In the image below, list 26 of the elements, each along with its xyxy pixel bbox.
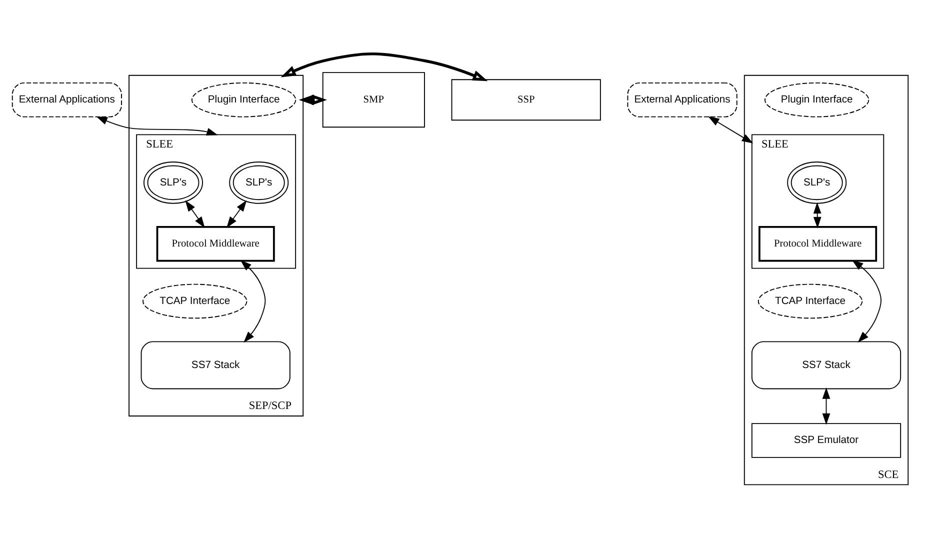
node-ellipse: Plugin Interface xyxy=(764,82,870,117)
arrow xyxy=(226,200,247,228)
arrow xyxy=(813,202,822,228)
arrow xyxy=(280,52,488,81)
node-box: SMP xyxy=(322,72,425,128)
node-box: SSP xyxy=(451,78,601,120)
node-box: External Applications xyxy=(12,82,122,117)
arrow xyxy=(240,259,266,342)
node-ellipse: TCAP Interface xyxy=(142,283,248,318)
arrow xyxy=(708,116,754,143)
arrow xyxy=(96,116,218,136)
node-ellipse: SLP's xyxy=(787,161,847,204)
arrow xyxy=(822,387,830,424)
node-box: Protocol Middleware xyxy=(758,225,878,262)
node-box: SSP Emulator xyxy=(751,422,902,458)
node-box: External Applications xyxy=(627,82,738,117)
node-ellipse: SLP's xyxy=(144,161,203,204)
arrow xyxy=(185,200,205,228)
node-ellipse: Plugin Interface xyxy=(191,82,296,117)
arrow xyxy=(298,94,328,105)
node-box: SS7 Stack xyxy=(751,340,902,389)
node-box: SS7 Stack xyxy=(140,340,290,389)
node-box: Protocol Middleware xyxy=(156,225,275,262)
node-ellipse: SLP's xyxy=(229,161,289,204)
arrow xyxy=(852,259,882,342)
node-ellipse: TCAP Interface xyxy=(758,283,863,318)
